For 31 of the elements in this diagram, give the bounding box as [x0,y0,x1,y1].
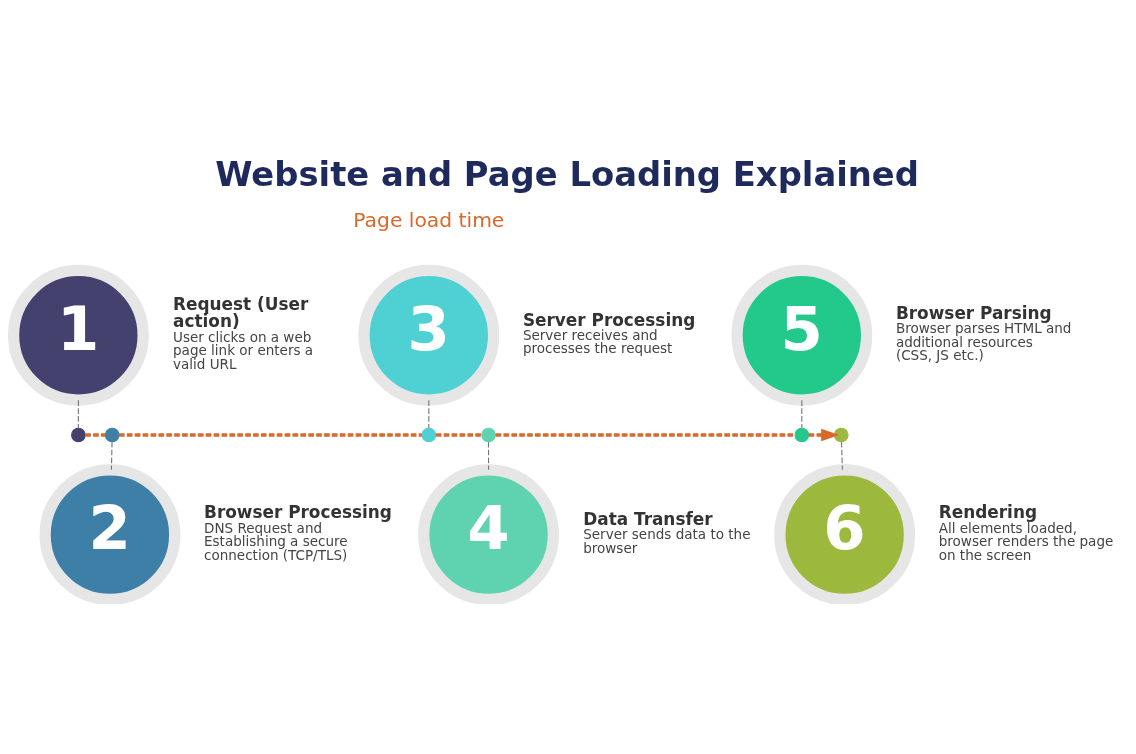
node-circle [833,427,849,442]
node-circle [421,427,437,442]
node-circle: 4 [418,463,559,604]
connector [77,399,79,429]
connector [428,399,430,429]
node-circle [481,427,496,442]
node-label: DNS Request and Establishing a secure connection (TCP/TLS) [204,519,348,563]
connector [85,432,106,437]
node-label: Rendering [938,501,1038,522]
node-circle: 1 [8,264,149,406]
connector [840,440,843,470]
node-circle: 6 [774,463,916,604]
connector [110,440,113,470]
connector [435,432,482,437]
node-circle [794,427,810,442]
node-circle [71,427,86,442]
diagram-title: Website and Page Loading Explained [215,154,919,194]
node-circle [104,427,120,442]
node-label: User clicks on a web page link or enters a valid URL [173,328,314,372]
node-circle: 5 [731,264,873,406]
node-label: Browser Parsing [895,302,1052,323]
connector [488,440,490,470]
connector [495,432,795,437]
node-label: Request (User action) [173,293,309,331]
connector [801,399,803,429]
label: Page load time [353,207,505,232]
node-label: Browser Processing [204,501,392,522]
connector [119,432,422,437]
node-circle: 2 [39,463,181,604]
node-circle: 3 [358,264,500,406]
arrow [808,428,840,441]
